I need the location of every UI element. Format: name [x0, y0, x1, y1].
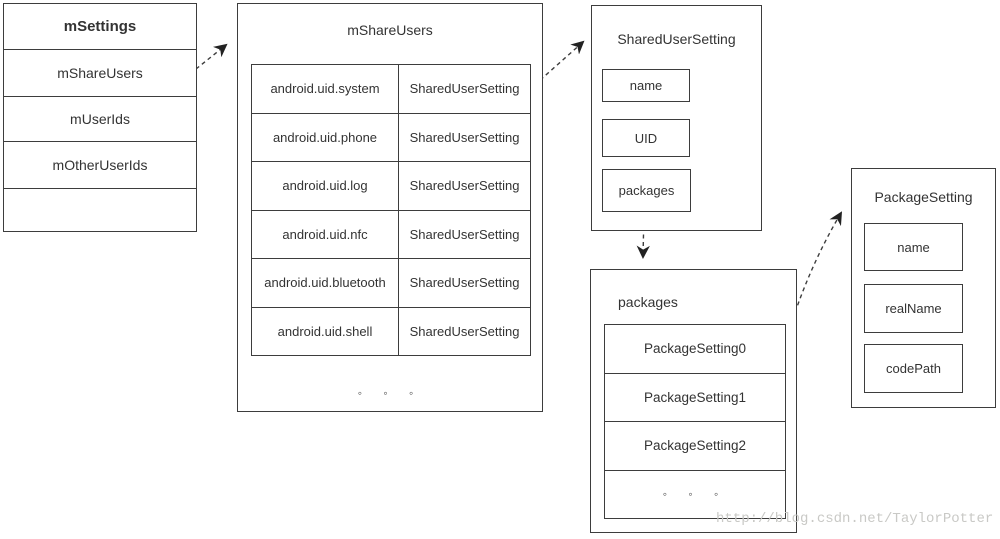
sharedusersetting-title: SharedUserSetting [617, 31, 736, 47]
mshareusers-ellipsis: ◦ ◦ ◦ [357, 386, 423, 400]
table-row: android.uid.system SharedUserSetting [252, 65, 530, 113]
box-packages: packages PackageSetting0 PackageSetting1… [590, 269, 797, 533]
table-row: android.uid.shell SharedUserSetting [252, 306, 530, 355]
msettings-row-motheruserids: mOtherUserIds [4, 141, 196, 188]
msettings-row-empty [4, 188, 196, 231]
field-name: name [864, 223, 963, 271]
packages-ellipsis: ◦ ◦ ◦ [605, 469, 785, 519]
msettings-row-mshareusers: mShareUsers [4, 49, 196, 96]
cell-uid: android.uid.phone [272, 129, 378, 145]
cell-uid: android.uid.shell [277, 323, 373, 339]
cell-uid: android.uid.nfc [282, 226, 368, 242]
msettings-title: mSettings [63, 18, 137, 35]
box-mshareusers: mShareUsers android.uid.system SharedUse… [237, 3, 543, 412]
cell-uid: android.uid.system [270, 81, 380, 97]
mshareusers-title: mShareUsers [347, 22, 433, 38]
packages-title: packages [618, 294, 678, 310]
table-row: android.uid.nfc SharedUserSetting [252, 209, 530, 258]
table-row: android.uid.phone SharedUserSetting [252, 112, 530, 161]
msettings-row-muserids: mUserIds [4, 96, 196, 141]
box-msettings: mSettings mShareUsers mUserIds mOtherUse… [3, 3, 197, 232]
arrow-msettings-to-mshareusers [195, 43, 228, 70]
cell-setting: SharedUserSetting [398, 113, 530, 161]
cell-setting: SharedUserSetting [398, 162, 530, 210]
packages-table: PackageSetting0 PackageSetting1 PackageS… [604, 324, 786, 519]
box-sharedusersetting: SharedUserSetting name UID packages [591, 5, 762, 231]
cell-setting: SharedUserSetting [398, 307, 530, 355]
cell-setting: SharedUserSetting [398, 65, 530, 113]
cell-setting: SharedUserSetting [398, 259, 530, 307]
packages-row: PackageSetting2 [605, 421, 785, 470]
cell-setting: SharedUserSetting [398, 210, 530, 258]
packagesetting-title: PackageSetting [874, 189, 973, 205]
packages-row: PackageSetting1 [605, 372, 785, 422]
mshareusers-table: android.uid.system SharedUserSetting and… [251, 64, 531, 356]
box-packagesetting: PackageSetting name realName codePath [851, 168, 996, 408]
field-name: name [602, 69, 690, 102]
field-uid: UID [602, 119, 690, 157]
field-codepath: codePath [864, 344, 963, 393]
table-row: android.uid.log SharedUserSetting [252, 161, 530, 210]
packages-row: PackageSetting0 [643, 341, 747, 357]
cell-uid: android.uid.log [282, 178, 368, 194]
field-realname: realName [864, 284, 963, 333]
watermark-text: http://blog.csdn.net/TaylorPotter [716, 511, 994, 527]
field-packages: packages [602, 169, 691, 212]
cell-uid: android.uid.bluetooth [264, 275, 386, 291]
table-row: android.uid.bluetooth SharedUserSetting [252, 258, 530, 307]
